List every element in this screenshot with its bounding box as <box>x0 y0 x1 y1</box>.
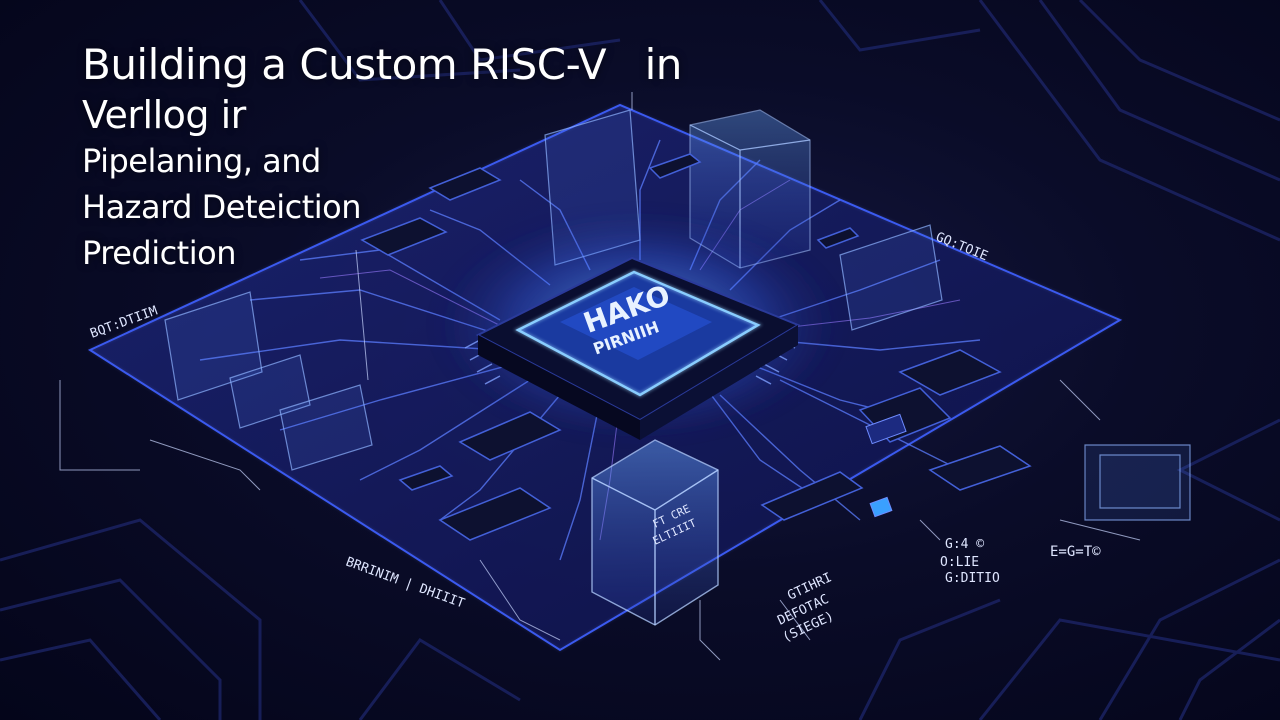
title-line-5: Prediction <box>82 234 236 272</box>
glass-cube-bottom <box>591 439 719 626</box>
annotation-far-right: E=G=T© <box>1050 544 1101 560</box>
holographic-panels <box>164 109 1191 521</box>
small-chips <box>360 153 1032 541</box>
annotation-right-3: G:DITIO <box>945 571 1000 586</box>
title-line-3: Pipelaning, and <box>82 142 321 180</box>
title-line-4: Hazard Deteiction <box>82 188 361 226</box>
central-processor-chip: HAKO PIRNIIH <box>428 205 848 445</box>
title-line-1: Building a Custom RISC-V in <box>82 40 682 89</box>
annotation-lines <box>59 92 1141 661</box>
annotation-right-1: G:4 © <box>945 537 984 552</box>
title-line-2: Verllog ir <box>82 93 246 137</box>
annotation-right-2: O:LIE <box>940 555 979 570</box>
page-title: Building a Custom RISC-V in Verllog ir P… <box>82 38 682 276</box>
